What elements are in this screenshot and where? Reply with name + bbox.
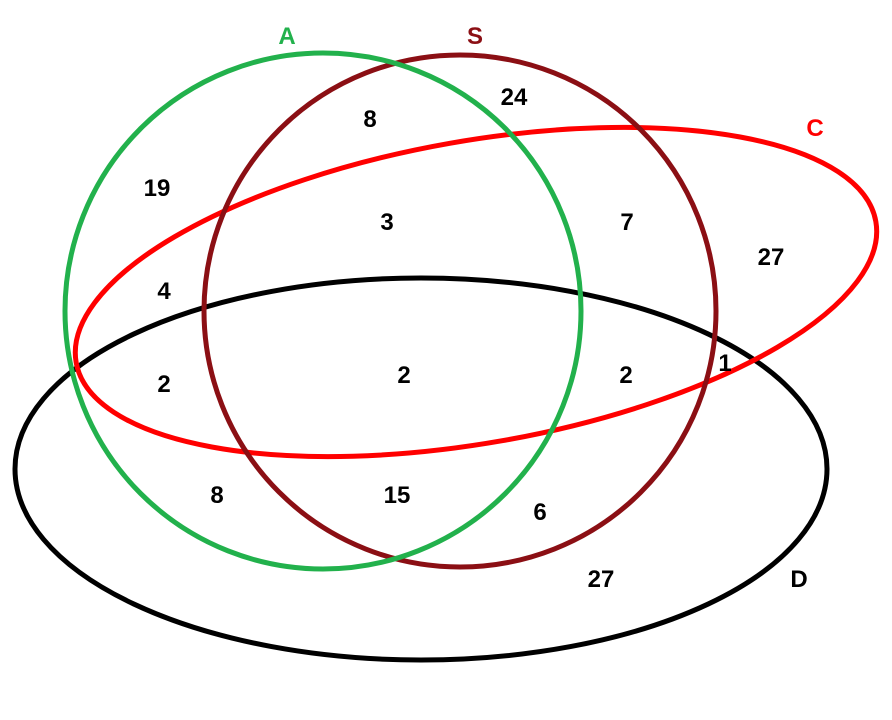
set-c-ellipse [72, 124, 880, 460]
region-a-c-d: 2 [157, 371, 170, 398]
region-a-s-d: 15 [384, 482, 411, 509]
region-c-only: 27 [758, 244, 785, 271]
region-s-only: 24 [501, 84, 528, 111]
set-d-label: D [790, 566, 807, 593]
set-d-ellipse [12, 275, 830, 663]
region-a-s-c-d: 2 [397, 362, 410, 389]
set-s-label: S [467, 23, 483, 50]
region-d-only: 27 [588, 566, 615, 593]
set-a-label: A [278, 23, 295, 50]
region-s-d: 6 [533, 499, 546, 526]
region-c-d: 1 [718, 350, 731, 377]
region-s-c-d: 2 [619, 362, 632, 389]
set-c-label: C [806, 115, 823, 142]
set-a-circle [62, 50, 584, 572]
region-a-c: 4 [157, 278, 171, 305]
region-a-s-c: 3 [380, 209, 393, 236]
region-s-c: 7 [620, 209, 633, 236]
region-a-s: 8 [363, 106, 376, 133]
set-s-circle [201, 52, 719, 570]
region-a-only: 19 [144, 175, 171, 202]
region-a-d: 8 [210, 482, 223, 509]
